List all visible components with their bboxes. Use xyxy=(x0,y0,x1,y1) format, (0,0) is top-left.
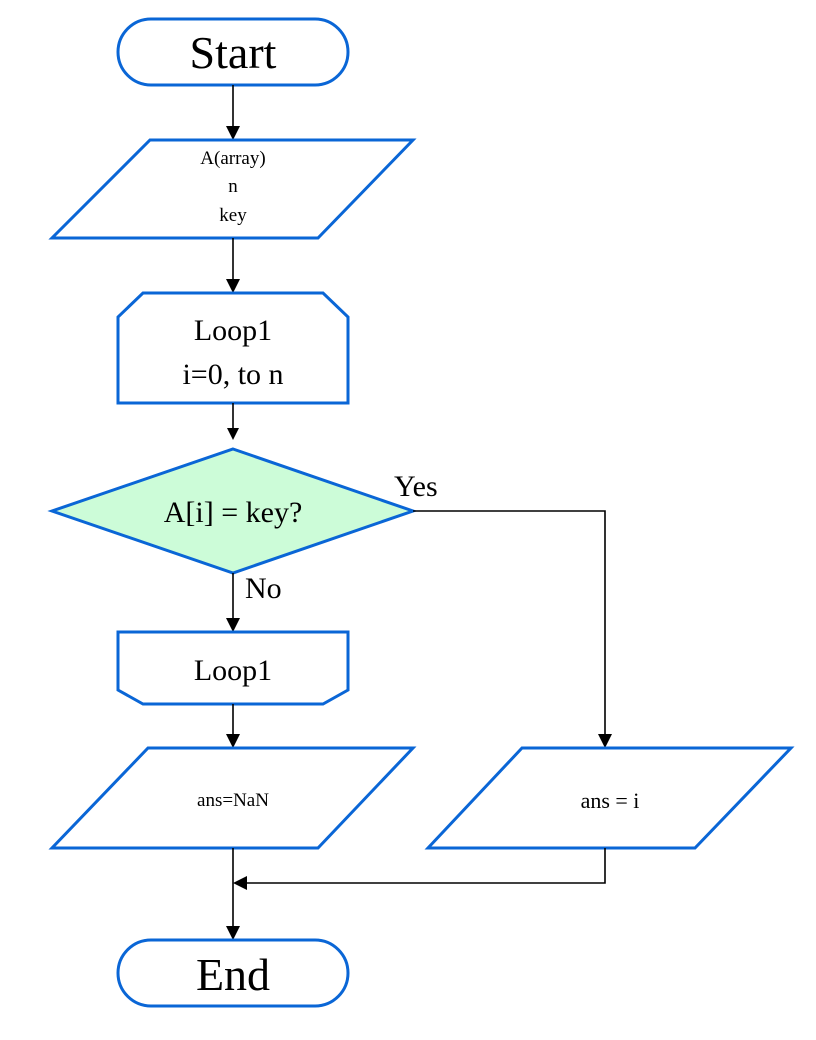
yes-branch: Yes xyxy=(394,470,612,748)
loop-end-label: Loop1 xyxy=(194,654,272,687)
yes-label: Yes xyxy=(394,470,438,503)
decision-label: A[i] = key? xyxy=(164,496,303,529)
input-key-label: key xyxy=(219,205,247,226)
arrow-input-to-loop xyxy=(226,238,240,293)
arrow-start-to-input xyxy=(226,85,240,140)
output-i-label: ans = i xyxy=(581,788,640,813)
input-parallelogram: A(array) n key xyxy=(48,138,417,240)
arrow-loop-to-decision xyxy=(227,403,239,440)
loop-end-block: Loop1 xyxy=(116,630,350,706)
arrow-loopend-to-output xyxy=(226,704,240,748)
start-terminal: Start xyxy=(116,17,350,87)
merge-connector xyxy=(233,848,606,890)
arrow-to-end xyxy=(226,848,240,940)
end-terminal: End xyxy=(116,938,350,1008)
loop-start-name: Loop1 xyxy=(194,314,272,347)
output-nan-label: ans=NaN xyxy=(197,790,269,811)
input-array-label: A(array) xyxy=(200,148,265,169)
output-nan-parallelogram: ans=NaN xyxy=(48,746,417,850)
output-i-parallelogram: ans = i xyxy=(424,746,795,850)
no-label: No xyxy=(245,572,282,605)
input-n-label: n xyxy=(228,176,238,197)
end-label: End xyxy=(196,949,270,1000)
start-label: Start xyxy=(190,27,277,78)
no-branch: No xyxy=(226,572,282,632)
loop-start-block: Loop1 i=0, to n xyxy=(116,291,350,405)
decision-diamond: A[i] = key? xyxy=(47,447,418,575)
loop-start-range: i=0, to n xyxy=(182,358,283,391)
